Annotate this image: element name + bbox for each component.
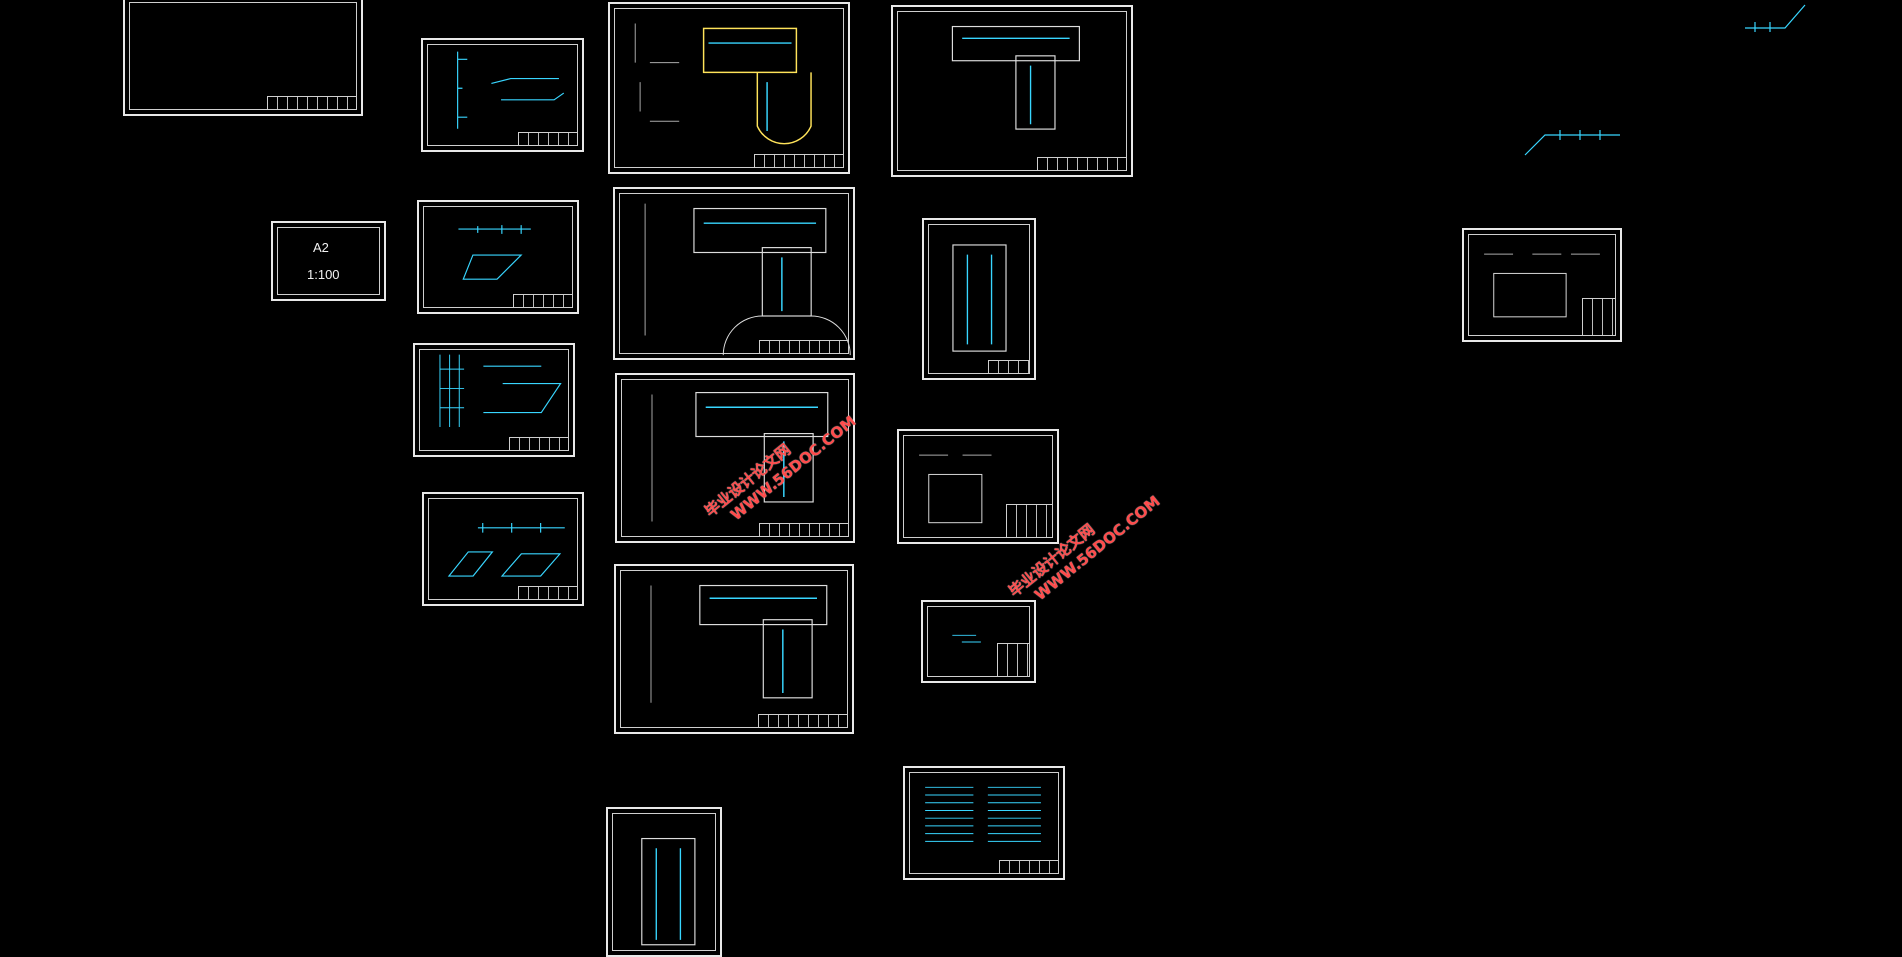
title-block bbox=[758, 714, 848, 728]
title-block bbox=[512, 294, 573, 308]
drawing-sheet-plan-ground[interactable] bbox=[608, 2, 850, 174]
drawing-sheet-plan-2[interactable] bbox=[613, 187, 855, 360]
title-block bbox=[988, 360, 1030, 374]
floor-plan-drawing bbox=[641, 837, 696, 946]
title-block bbox=[267, 96, 357, 110]
drawing-sheet-blank[interactable] bbox=[123, 0, 363, 116]
title-block bbox=[758, 340, 849, 354]
loose-isometric-pipe bbox=[1745, 4, 1806, 32]
drawing-sheet-detail-1[interactable] bbox=[897, 429, 1059, 544]
title-block bbox=[1005, 504, 1053, 538]
isometric-pipe-diagram bbox=[458, 225, 531, 280]
title-block bbox=[759, 523, 849, 537]
drawing-sheet-detail-2[interactable] bbox=[921, 600, 1036, 683]
drawing-sheet-plan-6[interactable] bbox=[922, 218, 1036, 380]
drawing-sheet-label[interactable]: A2 1:100 bbox=[271, 221, 386, 301]
isometric-pipe-diagram bbox=[447, 522, 565, 577]
title-block bbox=[517, 132, 578, 146]
title-block bbox=[998, 860, 1059, 874]
title-block bbox=[996, 643, 1030, 677]
drawing-sheet-notes[interactable] bbox=[903, 766, 1065, 880]
floor-plan-drawing bbox=[951, 25, 1080, 130]
title-block bbox=[753, 154, 844, 168]
drawing-sheet-riser-4[interactable] bbox=[422, 492, 584, 606]
detail-drawing bbox=[919, 454, 992, 524]
detail-drawing bbox=[952, 634, 981, 643]
floor-plan-drawing bbox=[952, 244, 1007, 352]
detail-drawing bbox=[1484, 253, 1600, 318]
title-block bbox=[517, 586, 578, 600]
title-block bbox=[1581, 298, 1616, 336]
loose-isometric-pipe bbox=[1524, 130, 1620, 156]
drawing-sheet-detail-3[interactable] bbox=[1462, 228, 1622, 342]
floor-plan-drawing bbox=[634, 23, 812, 145]
sheet-scale-label: 1:100 bbox=[307, 267, 340, 282]
title-block bbox=[1036, 157, 1127, 171]
isometric-pipe-diagram bbox=[457, 51, 565, 129]
drawing-sheet-riser-1[interactable] bbox=[421, 38, 584, 152]
drawing-sheet-plan-4[interactable] bbox=[614, 564, 854, 734]
isometric-pipe-diagram bbox=[439, 354, 562, 428]
drawing-sheet-plan-5[interactable] bbox=[606, 807, 722, 957]
drawing-sheet-riser-3[interactable] bbox=[413, 343, 575, 457]
title-block bbox=[508, 437, 569, 451]
floor-plan-drawing bbox=[644, 203, 851, 356]
drawing-sheet-plan-top[interactable] bbox=[891, 5, 1133, 177]
floor-plan-drawing bbox=[651, 391, 829, 522]
design-notes-text bbox=[925, 786, 1041, 842]
sheet-size-label: A2 bbox=[313, 240, 329, 255]
floor-plan-drawing bbox=[650, 584, 828, 703]
drawing-sheet-riser-2[interactable] bbox=[417, 200, 579, 314]
drawing-sheet-plan-3[interactable] bbox=[615, 373, 855, 543]
